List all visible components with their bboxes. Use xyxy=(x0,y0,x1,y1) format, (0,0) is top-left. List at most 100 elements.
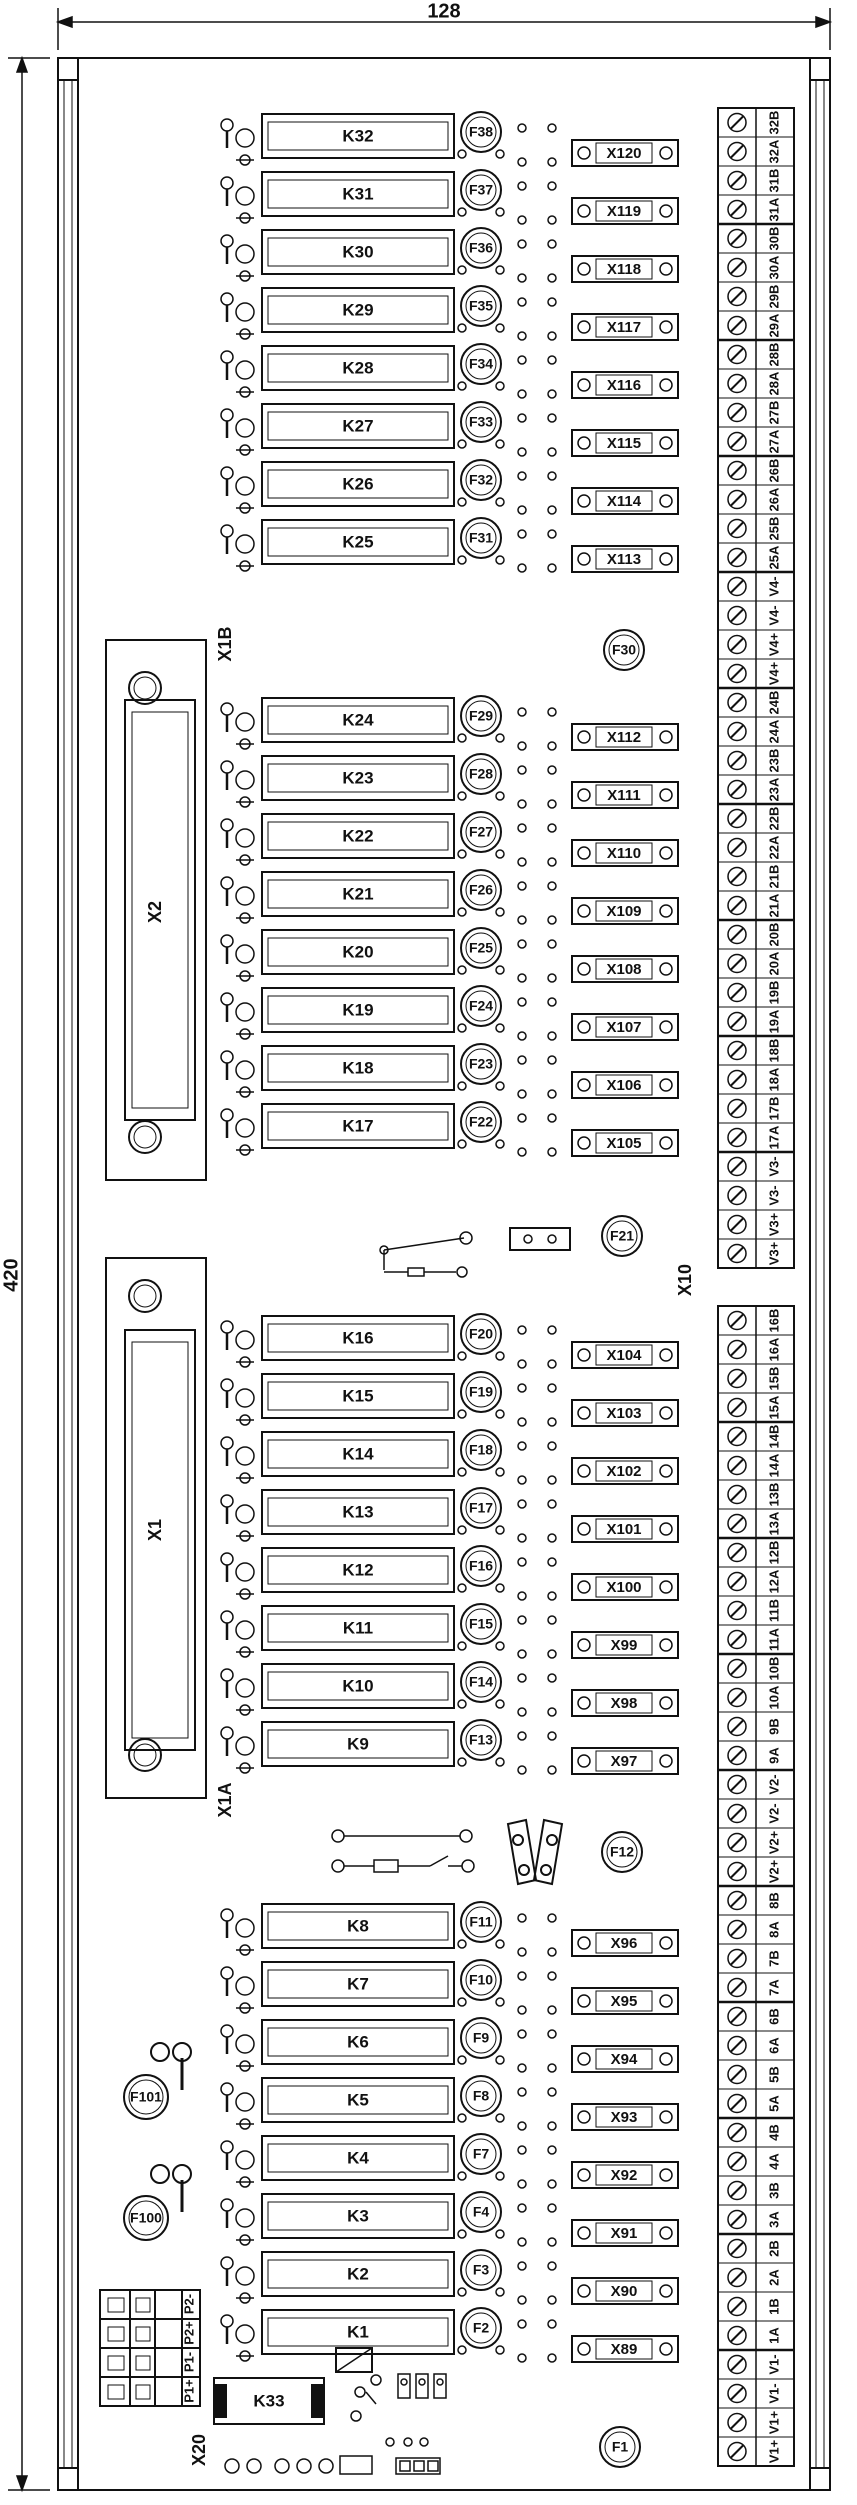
terminal-label: 23A xyxy=(766,777,781,801)
connector-label: X96 xyxy=(611,1935,638,1952)
height-dimension xyxy=(8,55,50,2493)
bottom-components xyxy=(224,2347,447,2475)
connector-label: X89 xyxy=(611,2341,638,2358)
terminal-label: 12A xyxy=(766,1569,781,1593)
terminal-label: 25B xyxy=(766,517,781,541)
connector-body xyxy=(571,313,679,341)
relay-row xyxy=(220,1101,679,1157)
terminal xyxy=(718,1536,794,1563)
relay-body xyxy=(261,519,455,565)
terminal-label: 9A xyxy=(766,1747,781,1764)
relay-label: K29 xyxy=(342,300,373,319)
relay-row xyxy=(220,1371,679,1427)
fuse-label: F13 xyxy=(469,1732,493,1748)
terminal-label: 19B xyxy=(766,981,781,1005)
terminal-label: V4- xyxy=(766,605,781,625)
relay-label: K21 xyxy=(342,884,373,903)
connector-label: X105 xyxy=(606,1135,641,1152)
fuse-f30 xyxy=(603,629,645,671)
connector-label: X98 xyxy=(611,1695,638,1712)
board-frame xyxy=(57,57,831,2491)
terminal-label: 27B xyxy=(766,401,781,425)
terminal-label: V1- xyxy=(766,2383,781,2403)
width-value: 128 xyxy=(427,0,460,22)
terminal-label: 22A xyxy=(766,835,781,859)
fuse-label: F36 xyxy=(469,240,493,256)
terminal-label: 30A xyxy=(766,255,781,279)
terminal xyxy=(718,165,794,191)
relay-row xyxy=(220,2249,679,2305)
relay-body xyxy=(261,1431,455,1477)
relay-label: K31 xyxy=(342,184,373,203)
relay-body xyxy=(261,1373,455,1419)
terminal-label: V2+ xyxy=(766,1859,781,1883)
relay-row xyxy=(220,2017,679,2073)
relay-body xyxy=(261,171,455,217)
f100-label: F100 xyxy=(130,2210,162,2226)
relay-label: K7 xyxy=(347,1974,369,1993)
terminal-label: 3B xyxy=(766,2182,781,2199)
relay-row xyxy=(220,2307,679,2363)
fuse-icon xyxy=(460,1545,502,1587)
fuse-icon xyxy=(460,927,502,969)
terminal xyxy=(718,1827,794,1853)
terminal xyxy=(718,1508,794,1534)
connector-body xyxy=(571,1573,679,1601)
relay-body xyxy=(261,929,455,975)
power-terminal-label: P1+ xyxy=(181,2379,196,2403)
fuse-icon xyxy=(460,2191,502,2233)
f101-label: F101 xyxy=(130,2089,162,2105)
fuse-icon xyxy=(460,1371,502,1413)
connector-label: X112 xyxy=(607,729,641,746)
relay-row xyxy=(220,927,679,983)
power-terminal-block xyxy=(99,2289,201,2407)
terminal xyxy=(718,2262,794,2288)
connector-label: X93 xyxy=(611,2109,638,2126)
terminal xyxy=(727,112,747,133)
terminal xyxy=(718,281,794,307)
terminal xyxy=(718,1652,794,1679)
terminal-label: 4A xyxy=(766,2153,781,2170)
fuse-label: F4 xyxy=(473,2204,490,2220)
terminal-label: 3A xyxy=(766,2211,781,2228)
terminal-label: 25A xyxy=(766,545,781,569)
fuse-icon xyxy=(460,1043,502,1085)
terminal xyxy=(718,338,794,365)
fuse-label: F19 xyxy=(469,1384,493,1400)
terminal-label: 7A xyxy=(766,1979,781,1996)
fuse-icon xyxy=(460,695,502,737)
terminal xyxy=(718,1209,794,1235)
terminal xyxy=(718,252,794,278)
fuse-icon xyxy=(460,401,502,443)
terminal-label: 32A xyxy=(766,139,781,163)
terminal xyxy=(718,1420,794,1447)
terminal xyxy=(718,600,794,626)
relay-label: K4 xyxy=(347,2148,369,2167)
terminal xyxy=(718,310,794,336)
relay-label: K17 xyxy=(342,1116,373,1135)
relay-body xyxy=(261,1961,455,2007)
terminal xyxy=(718,2116,794,2143)
relay-label: K10 xyxy=(342,1676,373,1695)
fuse-icon xyxy=(460,1719,502,1761)
connector-body xyxy=(571,839,679,867)
terminal-label: 6B xyxy=(766,2008,781,2025)
relay-row xyxy=(220,1719,679,1775)
relay-row xyxy=(220,111,679,167)
relay-row xyxy=(220,811,679,867)
terminal-label: V2- xyxy=(766,1774,781,1794)
fuse-icon xyxy=(460,811,502,853)
connector-body xyxy=(571,1341,679,1369)
connector-body xyxy=(571,1929,679,1957)
fuse-label: F7 xyxy=(473,2146,490,2162)
fuse-label: F9 xyxy=(473,2030,490,2046)
terminal xyxy=(718,1238,794,1264)
connector-body xyxy=(571,897,679,925)
connector-label: X115 xyxy=(607,435,641,452)
terminal xyxy=(718,1682,794,1708)
terminal-label: 4B xyxy=(766,2124,781,2141)
switch-lower xyxy=(331,1818,564,1886)
relay-row xyxy=(220,1043,679,1099)
terminal xyxy=(718,1711,794,1737)
terminal xyxy=(718,2378,794,2404)
